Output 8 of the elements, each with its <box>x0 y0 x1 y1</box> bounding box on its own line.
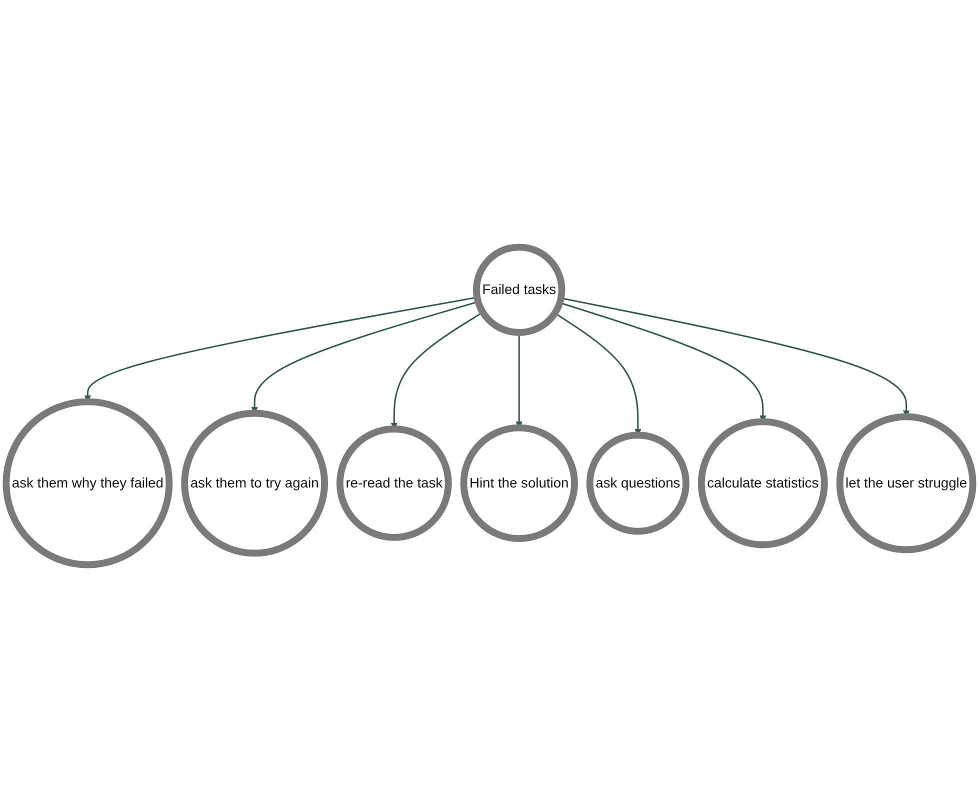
node-circle: calculate statistics <box>698 418 828 548</box>
node-circle: re-read the task <box>336 425 452 540</box>
node-circle: let the user struggle <box>836 412 976 553</box>
node-circle: Failed tasks <box>472 243 566 336</box>
node-circle: ask them why they failed <box>2 398 173 568</box>
node-circle: ask them to try again <box>181 409 328 556</box>
node-circle: ask questions <box>586 431 690 534</box>
node-circle: Hint the solution <box>460 424 578 542</box>
